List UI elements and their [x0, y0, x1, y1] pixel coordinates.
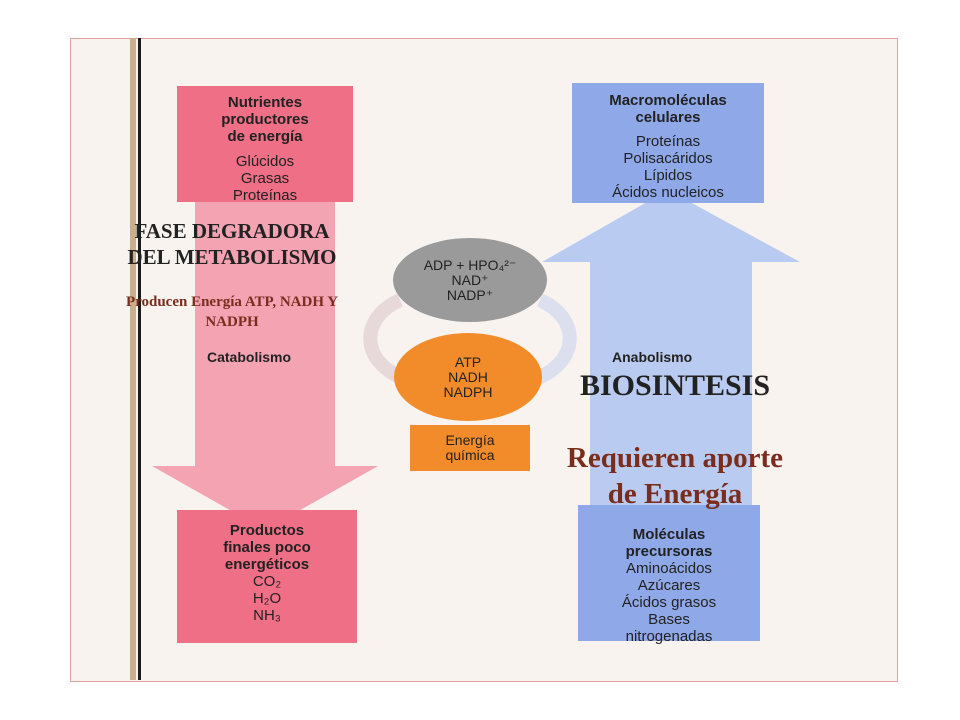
nutrients-title-2: productores — [221, 111, 309, 128]
precursors-title-1: Moléculas — [632, 526, 706, 543]
anabolism-arrow — [542, 190, 800, 530]
adp-circle — [393, 238, 547, 322]
precursors-item-5: nitrogenadas — [625, 628, 713, 645]
producen-energia-label: Producen Energía ATP, NADH Y NADPH — [92, 292, 372, 332]
energy-box — [410, 425, 530, 471]
nutrients-item-1: Glúcidos — [235, 153, 295, 170]
fase-degradora-label: FASE DEGRADORA DEL METABOLISMO — [92, 218, 372, 270]
macro-title-1: Macromoléculas — [609, 92, 727, 109]
nutrients-box — [177, 86, 353, 202]
precursors-item-4: Bases — [648, 611, 690, 628]
producen-line-1: Producen Energía ATP, NADH Y — [125, 294, 339, 310]
anabolism-label: Anabolismo — [612, 349, 693, 365]
atp-line-3: NADPH — [443, 384, 493, 400]
catabolism-label: Catabolismo — [207, 349, 292, 365]
nutrients-text: Nutrientes productores de energía Glúcid… — [177, 94, 353, 204]
atp-circle-text: ATP NADH NADPH — [398, 355, 538, 400]
macromolecules-text: Macromoléculas celulares Proteínas Polis… — [572, 92, 764, 201]
energy-box-text: Energía química — [410, 433, 530, 463]
book-page-edge — [130, 38, 136, 680]
adp-line-2: NAD⁺ — [451, 272, 489, 288]
energy-line-2: química — [445, 447, 495, 463]
book-spine-line — [138, 38, 141, 680]
products-text: Productos finales poco energéticos CO₂ H… — [177, 522, 357, 624]
precursors-item-1: Aminoácidos — [626, 560, 712, 577]
requieren-line-2: de Energía — [607, 478, 743, 510]
precursors-title-2: precursoras — [625, 543, 713, 560]
nutrients-title-3: de energía — [227, 128, 303, 145]
products-title-1: Productos — [229, 522, 305, 539]
products-title-3: energéticos — [224, 556, 310, 573]
products-item-2: H₂O — [252, 590, 282, 607]
nutrients-item-3: Proteínas — [232, 187, 298, 204]
products-box — [177, 510, 357, 643]
atp-line-1: ATP — [454, 354, 482, 370]
macro-item-1: Proteínas — [635, 133, 701, 150]
macro-item-2: Polisacáridos — [623, 150, 713, 167]
products-title-2: finales poco — [223, 539, 311, 556]
requieren-aporte-label: Requieren aporte de Energía — [520, 440, 830, 512]
nutrients-title-1: Nutrientes — [227, 94, 303, 111]
cycle-right-arc — [534, 293, 577, 385]
precursors-box — [578, 505, 760, 641]
precursors-item-2: Azúcares — [637, 577, 701, 594]
macro-title-2: celulares — [635, 109, 701, 126]
products-item-3: NH₃ — [253, 607, 281, 624]
adp-line-1: ADP + HPO₄²⁻ — [423, 257, 517, 273]
adp-line-3: NADP⁺ — [446, 287, 494, 303]
atp-line-2: NADH — [448, 369, 488, 385]
energy-line-1: Energía — [445, 432, 495, 448]
adp-circle-text: ADP + HPO₄²⁻ NAD⁺ NADP⁺ — [400, 258, 540, 303]
catabolism-arrow — [152, 200, 378, 530]
cycle-left-arc — [363, 293, 406, 385]
fase-line-2: DEL METABOLISMO — [127, 245, 337, 269]
requieren-line-1: Requieren aporte — [566, 442, 784, 474]
fase-line-1: FASE DEGRADORA — [134, 219, 330, 243]
precursors-text: Moléculas precursoras Aminoácidos Azúcar… — [578, 526, 760, 645]
products-item-1: CO₂ — [252, 573, 282, 590]
producen-line-2: NADPH — [205, 314, 259, 330]
biosintesis-label: BIOSINTESIS — [579, 369, 771, 402]
nutrients-item-2: Grasas — [240, 170, 290, 187]
macromolecules-box — [572, 83, 764, 203]
macro-item-3: Lípidos — [643, 167, 693, 184]
macro-item-4: Ácidos nucleicos — [612, 184, 724, 201]
precursors-item-3: Ácidos grasos — [621, 594, 717, 611]
atp-circle — [394, 333, 542, 421]
